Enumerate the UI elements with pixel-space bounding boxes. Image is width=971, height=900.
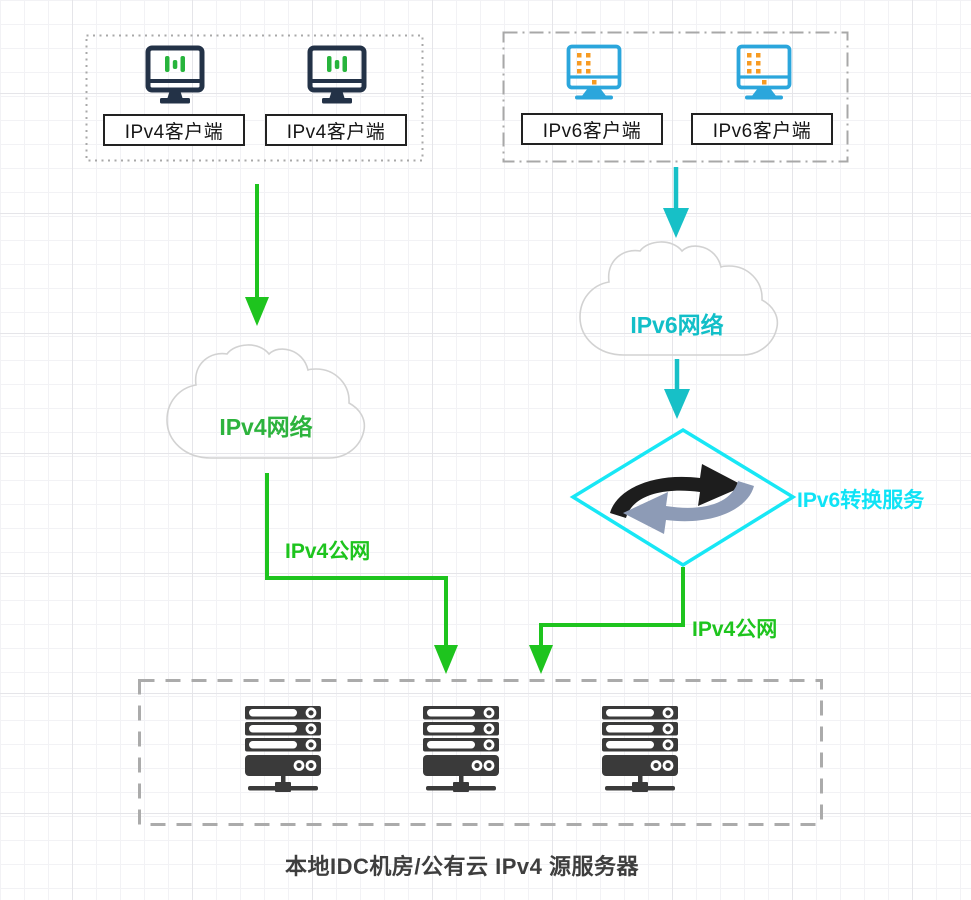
sync-arrows-icon xyxy=(610,464,754,534)
server-rack-icon xyxy=(423,706,499,792)
ipv6-client-label: IPv6客户端 xyxy=(691,113,833,145)
server-rack-icon xyxy=(245,706,321,792)
ipv6-conversion-diamond xyxy=(569,427,797,568)
ipv4-client-label: IPv4客户端 xyxy=(265,114,407,146)
ipv4-network-cloud xyxy=(166,344,366,459)
ipv6-clients-group-box xyxy=(502,31,849,163)
origin-servers-caption: 本地IDC机房/公有云 IPv4 源服务器 xyxy=(285,854,639,879)
ipv4-public-network-label-left: IPv4公网 xyxy=(285,540,371,563)
ipv4-public-network-label-right: IPv4公网 xyxy=(692,618,778,641)
ipv6-conversion-label: IPv6转换服务 xyxy=(797,489,925,512)
servers-group-box xyxy=(138,679,823,826)
edge-ipv6-network-to-conversion xyxy=(664,359,690,419)
ipv4-client-label: IPv4客户端 xyxy=(103,114,245,146)
ipv6-network-label: IPv6网络 xyxy=(630,312,724,338)
ipv6-network-cloud xyxy=(579,241,779,356)
ipv4-network-label: IPv4网络 xyxy=(219,414,313,440)
ipv6-client-monitor-icon xyxy=(736,44,792,100)
server-rack-icon xyxy=(602,706,678,792)
edge-ipv6-clients-to-network xyxy=(663,167,689,238)
edge-conversion-to-servers xyxy=(529,567,685,674)
ipv6-client-monitor-icon xyxy=(566,44,622,100)
edge-ipv4-clients-to-network xyxy=(245,184,269,326)
ipv4-client-monitor-icon xyxy=(145,45,205,104)
ipv4-clients-group-box xyxy=(85,34,424,162)
ipv6-client-label: IPv6客户端 xyxy=(521,113,663,145)
edge-ipv4-network-to-servers xyxy=(265,473,458,674)
ipv4-client-monitor-icon xyxy=(307,45,367,104)
